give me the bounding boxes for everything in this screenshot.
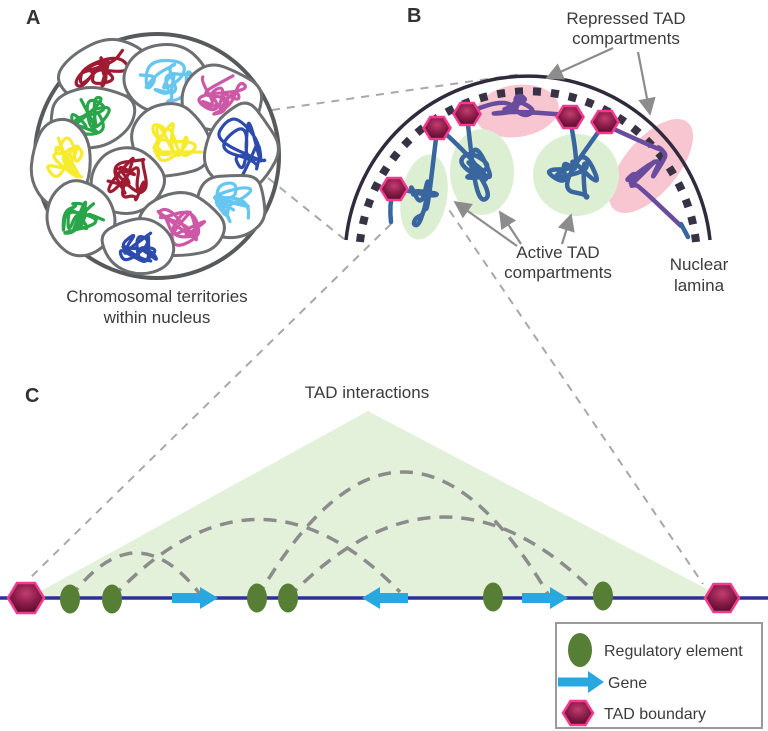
panel-a-nucleus: A Chromosomal territories within nucleus xyxy=(26,7,281,327)
active-chromatin-squiggle xyxy=(546,116,607,200)
legend-item-tad-boundary: TAD boundary xyxy=(604,706,706,723)
panel-b-label: B xyxy=(407,5,421,27)
regulatory-element-oval xyxy=(247,583,267,613)
connector-b-to-c-left xyxy=(26,223,392,582)
panel-a-caption-line2: within nucleus xyxy=(103,308,211,327)
tad-boundary-hexagon xyxy=(452,101,482,127)
gene-arrow-right-icon xyxy=(522,587,568,609)
panel-c-tad-interactions: C TAD interactions xyxy=(0,383,768,615)
active-pointer-arrow-3 xyxy=(557,213,575,245)
chromosome-scribble xyxy=(217,117,267,182)
interaction-arc-2 xyxy=(110,517,402,600)
chromatin-tip xyxy=(678,221,691,240)
regulatory-element-oval xyxy=(60,584,80,614)
panel-c-title: TAD interactions xyxy=(305,383,429,402)
connector-a-to-b-top xyxy=(271,73,523,111)
tad-boundary-hexagon xyxy=(555,104,585,130)
chromosome-scribble xyxy=(46,136,84,179)
tad-boundary-hexagon-left xyxy=(6,581,46,615)
interaction-arc-4 xyxy=(286,515,602,600)
active-label-line1: Active TAD xyxy=(516,243,599,262)
nuclear-lamina-dashed-arc xyxy=(356,87,700,243)
panel-a-label: A xyxy=(26,7,40,29)
chromosomal-territories xyxy=(29,37,280,276)
gene-arrow-right-icon xyxy=(172,587,218,609)
panel-a-caption-line1: Chromosomal territories xyxy=(66,287,247,306)
chromosome-scribble xyxy=(61,200,105,235)
interaction-arc-3 xyxy=(255,470,550,599)
gene-arrow-icon xyxy=(558,671,604,693)
active-chromatin-squiggle xyxy=(434,113,493,202)
active-pointer-arrow-2 xyxy=(499,210,522,245)
repressed-pointer-arrow-2 xyxy=(636,51,656,116)
chromosome-scribble xyxy=(138,58,193,104)
tad-boundaries-panel-b xyxy=(379,101,620,202)
tad-interaction-triangle xyxy=(30,411,722,597)
regulatory-element-icon xyxy=(568,633,592,667)
repressed-label-line1: Repressed TAD xyxy=(566,9,685,28)
chromosome-scribble xyxy=(151,122,204,163)
chromosome-scribble xyxy=(118,231,158,263)
nuclear-envelope-arc xyxy=(344,74,712,241)
panel-b-nuclear-periphery: B Repressed TAD compartments Active TAD … xyxy=(344,5,729,295)
regulatory-element-oval xyxy=(483,582,503,612)
chromosome-scribble xyxy=(69,95,111,141)
regulatory-element-oval xyxy=(102,584,122,614)
regulatory-element-oval xyxy=(278,583,298,613)
regulatory-element-oval xyxy=(593,581,613,611)
legend-item-gene: Gene xyxy=(608,675,647,692)
lamina-label-line2: lamina xyxy=(674,276,725,295)
chromosome-scribble xyxy=(156,207,207,247)
repressed-chromatin-squiggle xyxy=(465,93,571,118)
gene-arrow-left-icon xyxy=(362,587,408,609)
tad-boundary-hexagon xyxy=(379,176,409,202)
repressed-chromatin-squiggle xyxy=(604,123,684,229)
lamina-label-line1: Nuclear xyxy=(670,255,729,274)
connector-b-to-c-right xyxy=(440,197,704,585)
connector-a-to-b-bottom xyxy=(267,177,345,240)
tad-boundary-hexagon-right xyxy=(703,582,741,614)
legend-item-regulatory: Regulatory element xyxy=(604,643,743,660)
chromosome-scribble xyxy=(197,74,247,116)
chromosome-scribble xyxy=(74,48,130,88)
interaction-arc-1 xyxy=(68,551,205,600)
gene-arrows xyxy=(172,587,568,609)
repressed-label-line2: compartments xyxy=(572,29,680,48)
active-label-line2: compartments xyxy=(504,263,612,282)
chromosome-scribble xyxy=(106,156,148,202)
tad-boundary-hexagon xyxy=(422,115,452,141)
active-pointer-arrow-1 xyxy=(453,200,518,247)
active-chromatin-squiggle xyxy=(390,127,440,228)
interaction-arcs xyxy=(68,470,602,600)
legend: Regulatory element Gene TAD boundary xyxy=(555,622,763,729)
tad-boundary-hexagon xyxy=(590,109,620,135)
panel-c-label: C xyxy=(25,385,39,407)
regulatory-elements xyxy=(60,581,613,614)
tad-boundary-icon xyxy=(561,699,595,727)
chromatin-fiber xyxy=(388,93,691,240)
panel-connectors xyxy=(26,73,704,585)
annotation-pointers xyxy=(453,46,656,247)
repressed-pointer-arrow-1 xyxy=(545,46,614,80)
chromosome-scribble xyxy=(213,181,253,224)
